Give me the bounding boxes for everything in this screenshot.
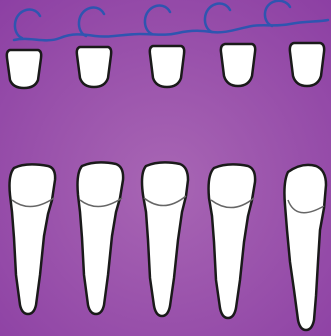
- top-crown-5: [290, 43, 324, 86]
- top-crown-3: [150, 46, 184, 87]
- top-crown-4: [221, 44, 255, 86]
- top-crown-2: [77, 47, 111, 87]
- top-crown-1: [7, 50, 41, 88]
